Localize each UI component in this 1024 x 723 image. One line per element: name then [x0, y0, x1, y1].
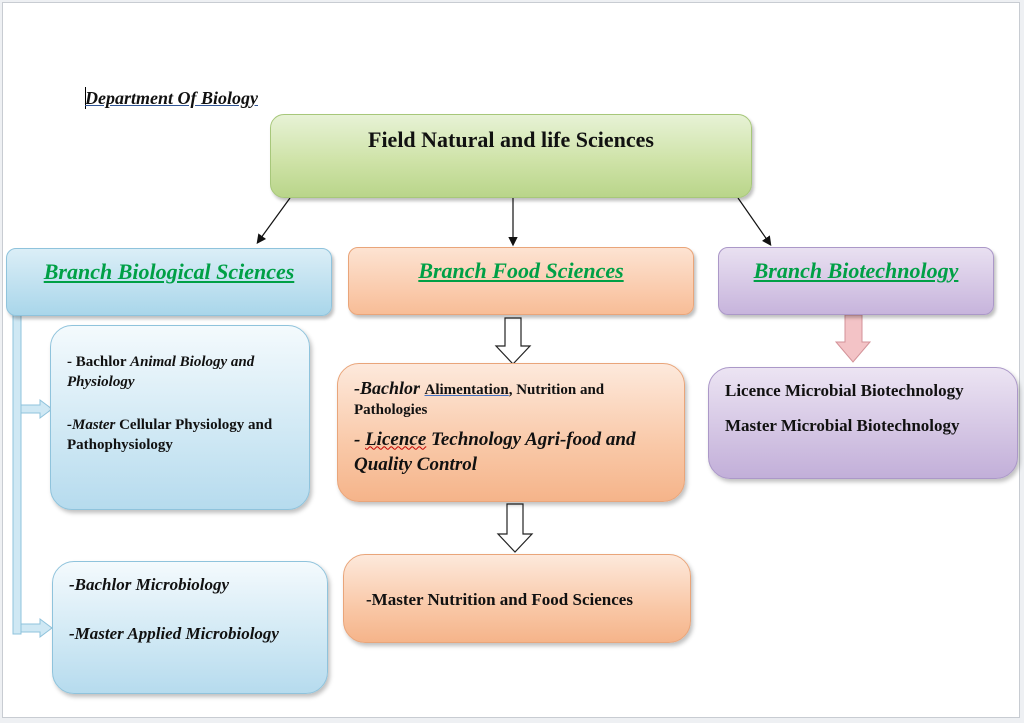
food-programs-box-2: -Master Nutrition and Food Sciences [343, 554, 691, 643]
branch-biological-sciences: Branch Biological Sciences [6, 248, 332, 316]
biotech-programs-box: Licence Microbial Biotechnology Master M… [708, 367, 1018, 479]
micro-master-line: -Master Applied Microbiology [69, 623, 279, 643]
arrow-to-biotech [737, 197, 772, 246]
biotech-master-line: Master Microbial Biotechnology [725, 415, 960, 435]
text-cursor [85, 87, 86, 109]
hollow-arrow-food-1 [494, 317, 532, 365]
biotech-licence-line: Licence Microbial Biotechnology [725, 381, 964, 400]
hollow-arrow-food-2 [496, 503, 534, 553]
branch-biotechnology: Branch Biotechnology [718, 247, 994, 315]
food-bachelor-line: -Bachlor Alimentation, Nutrition and Pat… [354, 378, 605, 419]
micro-bachelor-line: -Bachlor Microbiology [69, 575, 230, 594]
bio-elbow-connector [12, 311, 53, 638]
food-licence-line: - Licence Technology Agri-food and Quali… [354, 428, 636, 476]
bio-master-line: -Master Cellular Physiology and Pathophy… [67, 416, 273, 453]
root-node: Field Natural and life Sciences [270, 114, 752, 198]
bio-programs-box-1: - Bachlor Animal Biology and Physiology … [50, 325, 310, 510]
pink-arrow-biotech [834, 314, 872, 363]
arrow-to-bio [256, 197, 291, 244]
department-title: Department Of Biology [85, 88, 258, 108]
bio-bachelor-line: - Bachlor Animal Biology and Physiology [67, 354, 255, 391]
branch-food-sciences: Branch Food Sciences [348, 247, 694, 315]
bio-programs-box-2: -Bachlor Microbiology -Master Applied Mi… [52, 561, 328, 694]
food-master-line: -Master Nutrition and Food Sciences [366, 590, 633, 609]
food-programs-box-1: -Bachlor Alimentation, Nutrition and Pat… [337, 363, 685, 502]
